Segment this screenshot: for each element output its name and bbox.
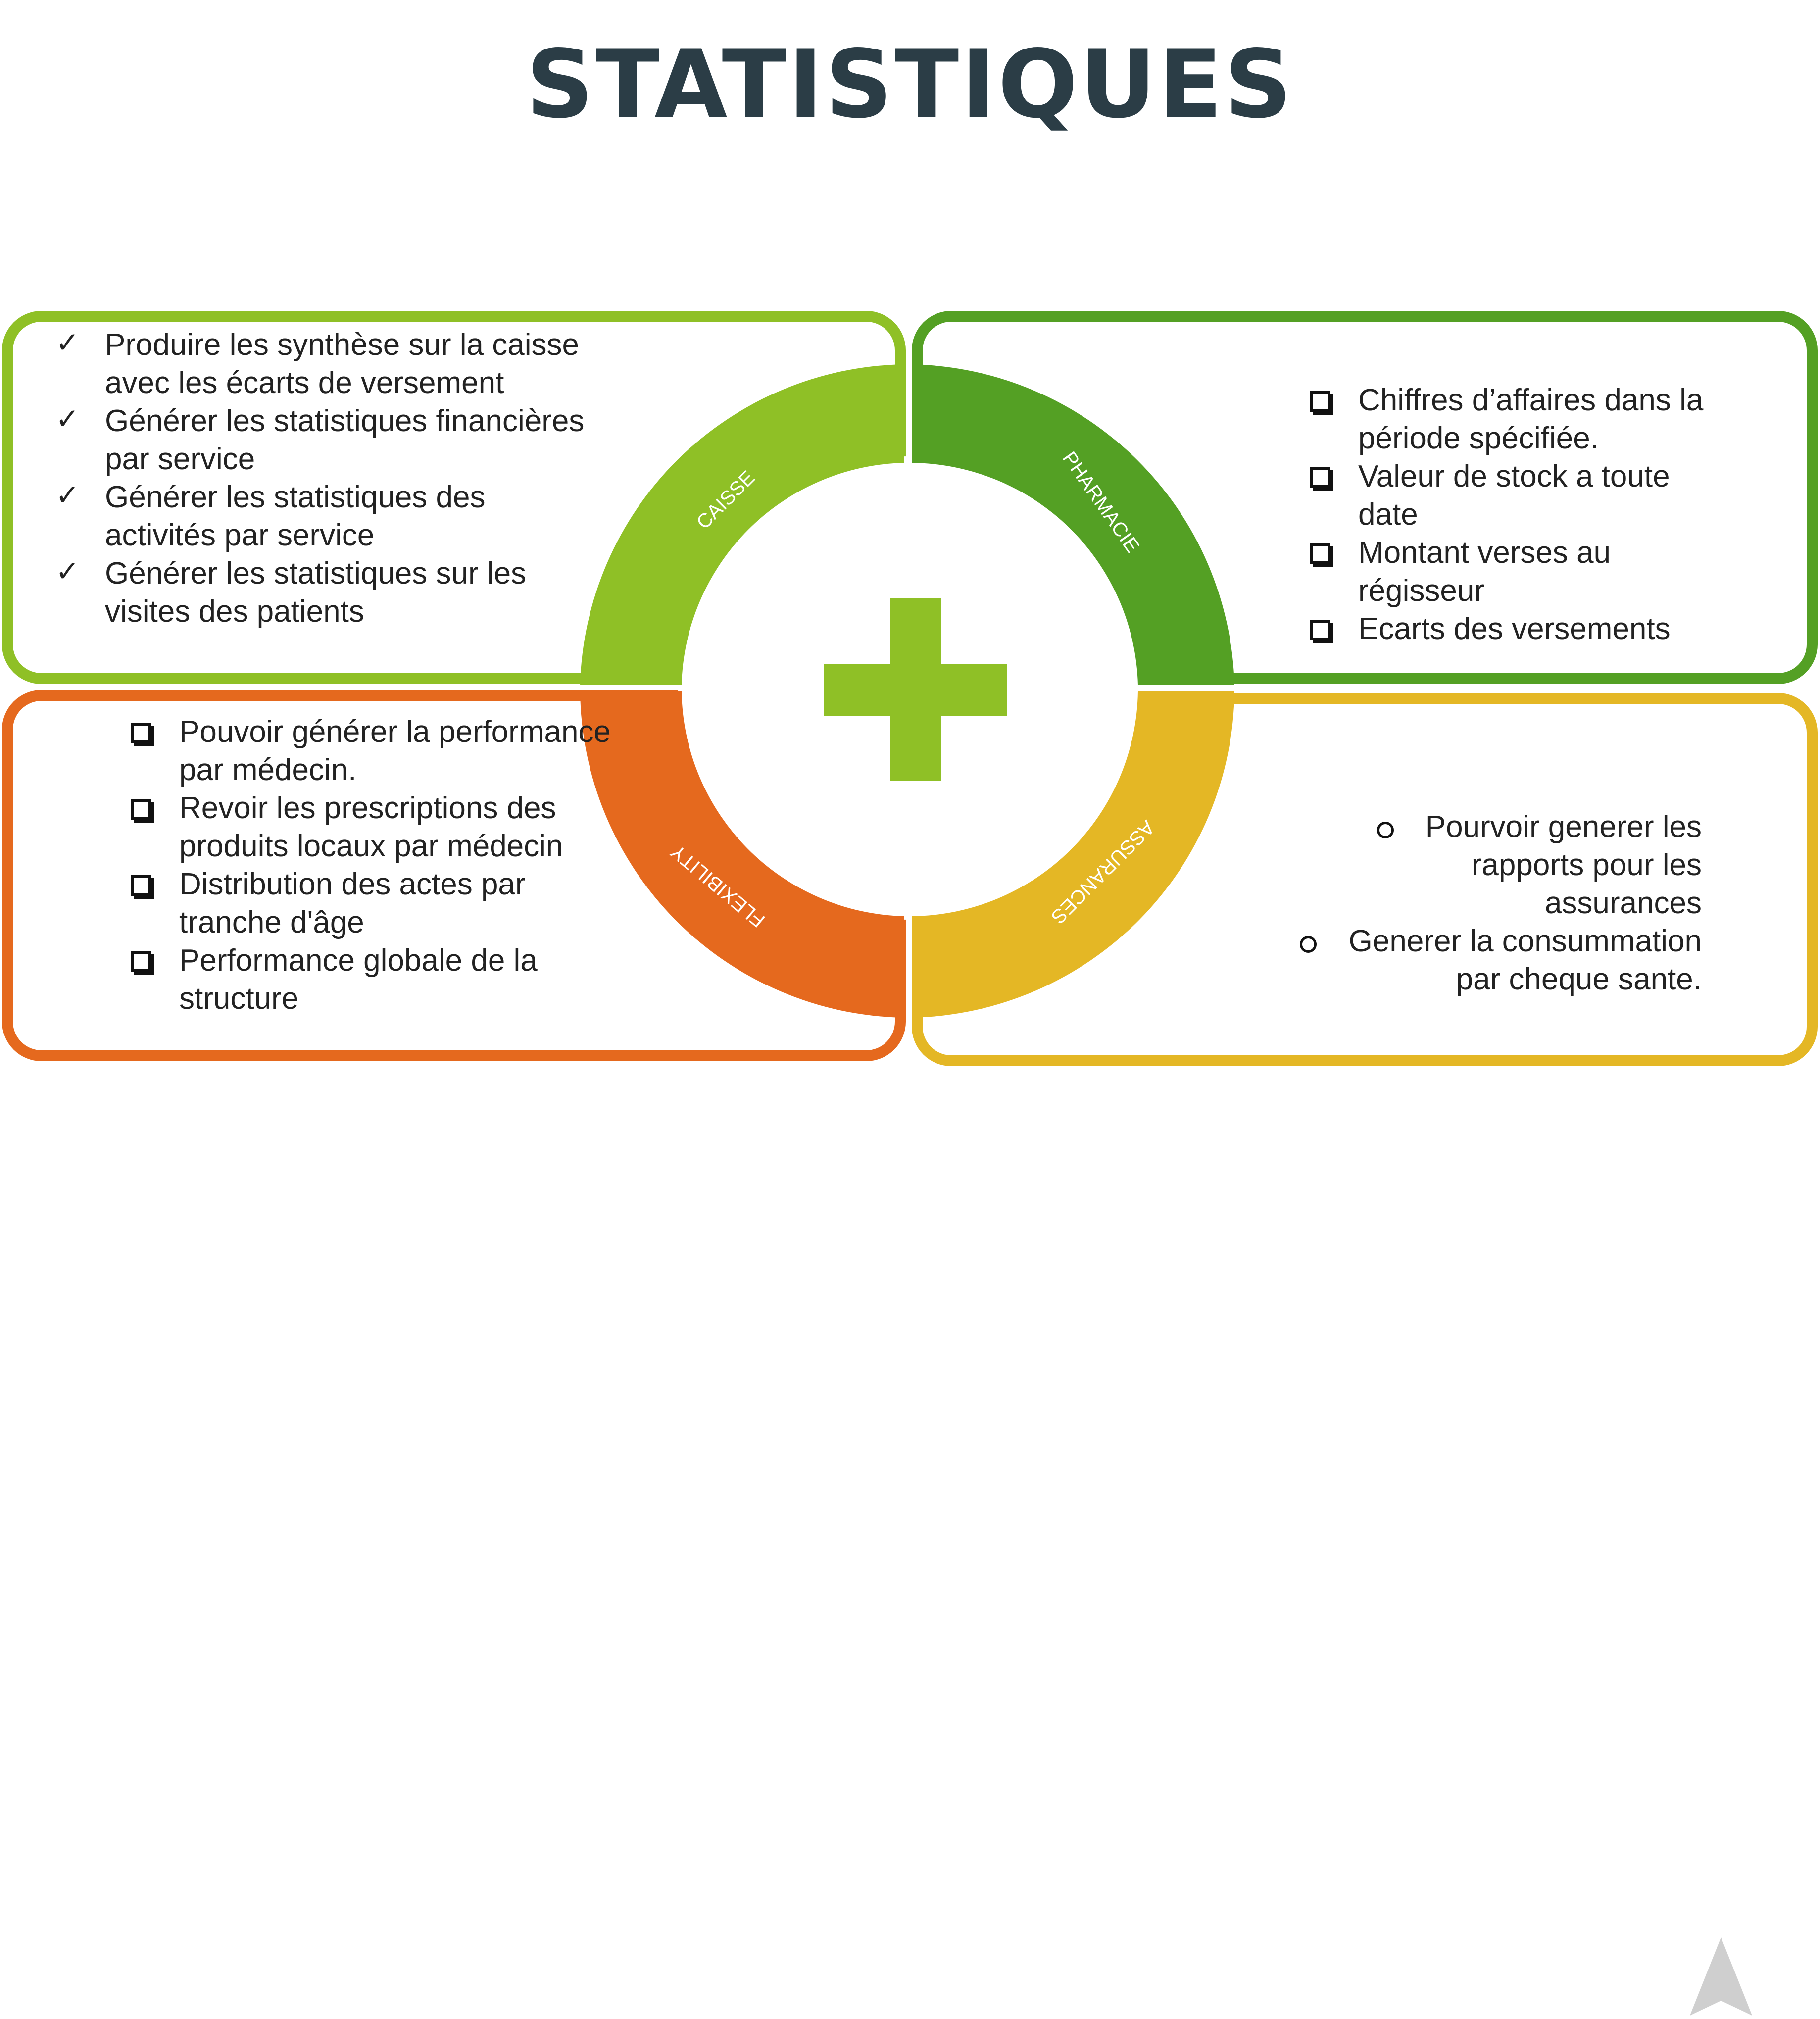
checkbox-icon (131, 723, 151, 743)
segment-flexibility (580, 691, 904, 1018)
plus-icon (824, 598, 1007, 781)
list-item: Ecarts des versements (1310, 610, 1764, 648)
checkbox-icon (1310, 467, 1330, 488)
checkmark-icon: ✓ (55, 326, 80, 359)
checkbox-icon (1310, 391, 1330, 412)
circle-bullet-icon (1377, 822, 1394, 838)
checkbox-icon (1310, 543, 1330, 564)
checkmark-icon: ✓ (55, 478, 80, 512)
checkmark-icon: ✓ (55, 402, 80, 436)
checkbox-icon (131, 799, 151, 820)
segment-pharmacie (912, 364, 1234, 685)
checkbox-icon (131, 951, 151, 972)
segment-assurances (912, 691, 1234, 1018)
checkbox-icon (131, 875, 151, 896)
checkmark-icon: ✓ (55, 554, 80, 588)
page-title: STATISTIQUES (526, 30, 1294, 139)
checkbox-icon (1310, 620, 1330, 640)
triangle-logo-icon (1690, 1937, 1752, 2016)
segment-caisse (580, 364, 904, 685)
circle-bullet-icon (1300, 936, 1317, 953)
